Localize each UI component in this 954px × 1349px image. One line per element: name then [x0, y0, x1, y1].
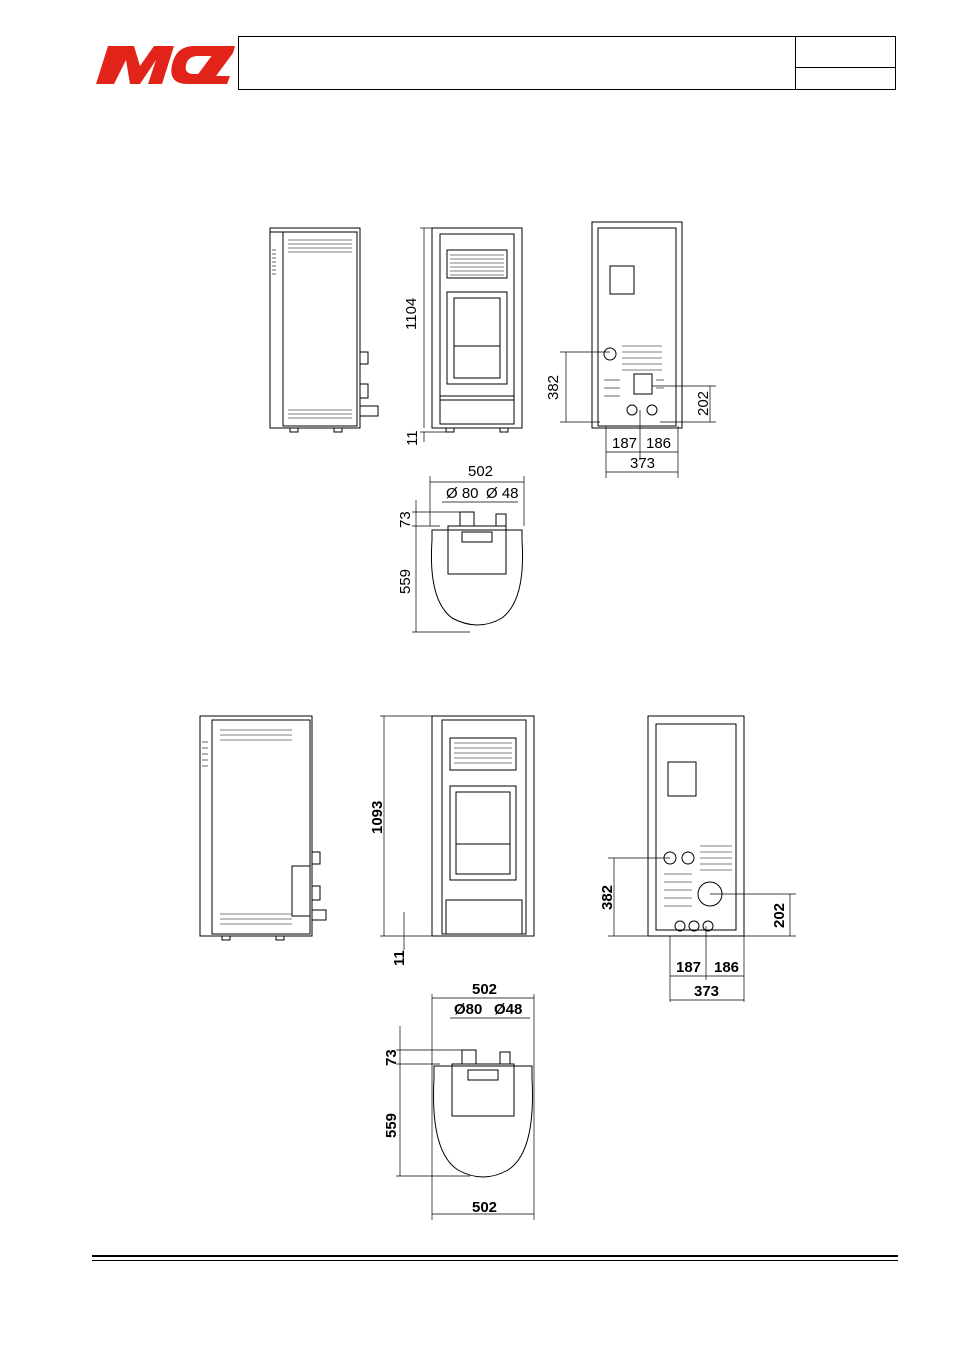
top-front-view	[420, 227, 523, 442]
top-back-view	[560, 221, 716, 478]
side-vent-top	[288, 239, 352, 419]
title-block-right-cell	[795, 37, 895, 89]
bottom-front-view	[380, 715, 535, 950]
top-back-height-dim: 382	[545, 375, 562, 400]
bottom-back-total-dim: 373	[694, 983, 719, 1000]
bottom-back-height-dim: 382	[599, 885, 616, 910]
title-block	[238, 36, 896, 90]
bottom-plan-width-top-dim: 502	[472, 981, 497, 998]
top-plan-view	[412, 476, 525, 633]
bottom-back-view	[608, 715, 796, 1002]
top-front-height-dim: 1104	[403, 298, 420, 330]
bottom-back-w1-dim: 187	[676, 959, 701, 976]
top-back-w1-dim: 187	[612, 435, 637, 452]
bottom-front-height-dim: 1093	[369, 801, 386, 834]
bottom-plan-view	[396, 994, 535, 1220]
top-plan-offset-dim: 73	[397, 511, 414, 528]
bottom-front-foot-dim: 11	[391, 950, 408, 966]
top-plan-depth-dim: 559	[397, 569, 414, 594]
bottom-plan-depth-dim: 559	[383, 1113, 400, 1138]
top-back-right-dim: 202	[695, 391, 712, 416]
top-side-view	[269, 227, 379, 433]
bottom-side-view	[199, 715, 327, 941]
top-back-w2-dim: 186	[646, 435, 671, 452]
top-plan-d2-dim: Ø 48	[486, 485, 519, 502]
top-back-total-dim: 373	[630, 455, 655, 472]
title-block-divider	[796, 67, 895, 68]
bottom-plan-d1-dim: Ø80	[454, 1001, 482, 1018]
footer-rule-thin	[92, 1260, 898, 1261]
top-plan-width-dim: 502	[468, 463, 493, 480]
footer-rule	[92, 1255, 898, 1257]
bottom-plan-d2-dim: Ø48	[494, 1001, 522, 1018]
bottom-plan-width-bottom-dim: 502	[472, 1199, 497, 1216]
bottom-plan-offset-dim: 73	[383, 1049, 400, 1066]
bottom-back-w2-dim: 186	[714, 959, 739, 976]
mcz-logo	[96, 46, 235, 84]
bottom-back-right-dim: 202	[771, 903, 788, 928]
top-plan-d1-dim: Ø 80	[446, 485, 479, 502]
top-front-foot-dim: 11	[404, 430, 421, 446]
